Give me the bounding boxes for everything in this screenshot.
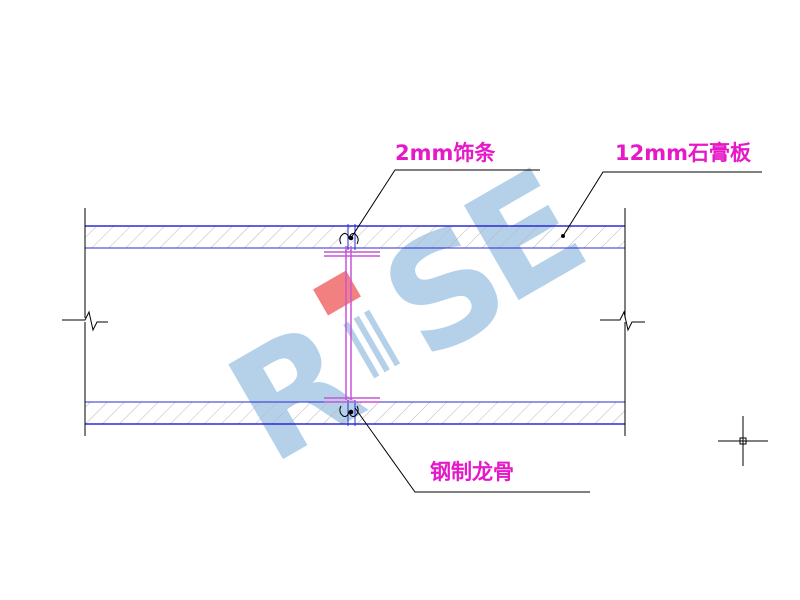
board-joint: [347, 224, 356, 426]
rise-watermark: R S E: [202, 136, 613, 497]
leader-trim-strip: [350, 169, 540, 239]
watermark-i-stripes: [343, 309, 401, 379]
steel-keel-label: 钢制龙骨: [430, 460, 514, 484]
leader-steel-keel: [354, 407, 590, 493]
left-break-line: [62, 208, 108, 436]
trim-strip-label: 2mm饰条: [395, 141, 496, 165]
trim-strip-bottom: [339, 405, 359, 417]
steel-keel: [324, 246, 380, 403]
leader-gypsum-board: [562, 171, 762, 237]
right-break-line: [600, 208, 645, 436]
gypsum-board-label: 12mm石膏板: [615, 141, 751, 165]
leader-dot-board: [561, 234, 565, 238]
crosshair-cursor: [718, 416, 768, 466]
watermark-red-block: [313, 270, 361, 316]
